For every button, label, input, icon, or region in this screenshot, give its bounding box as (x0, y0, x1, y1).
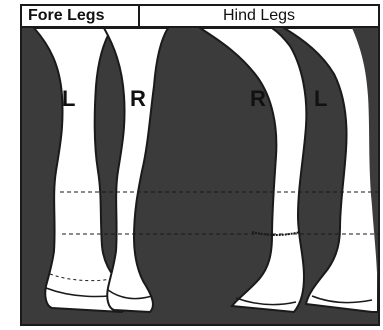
header-bar: Fore Legs Hind Legs (22, 6, 378, 28)
fore-right-label: R (130, 86, 146, 111)
hind-legs-heading: Hind Legs (140, 6, 378, 26)
diagram-frame: Fore Legs Hind Legs L R R (20, 4, 380, 326)
fore-left-label: L (62, 86, 75, 111)
legs-illustration: L R R L (22, 6, 378, 324)
hind-right-leg: R (200, 28, 306, 312)
hind-right-label: R (250, 86, 266, 111)
fore-legs-heading: Fore Legs (22, 6, 140, 26)
fore-right-leg: R (104, 28, 168, 312)
hind-left-label: L (314, 86, 327, 111)
